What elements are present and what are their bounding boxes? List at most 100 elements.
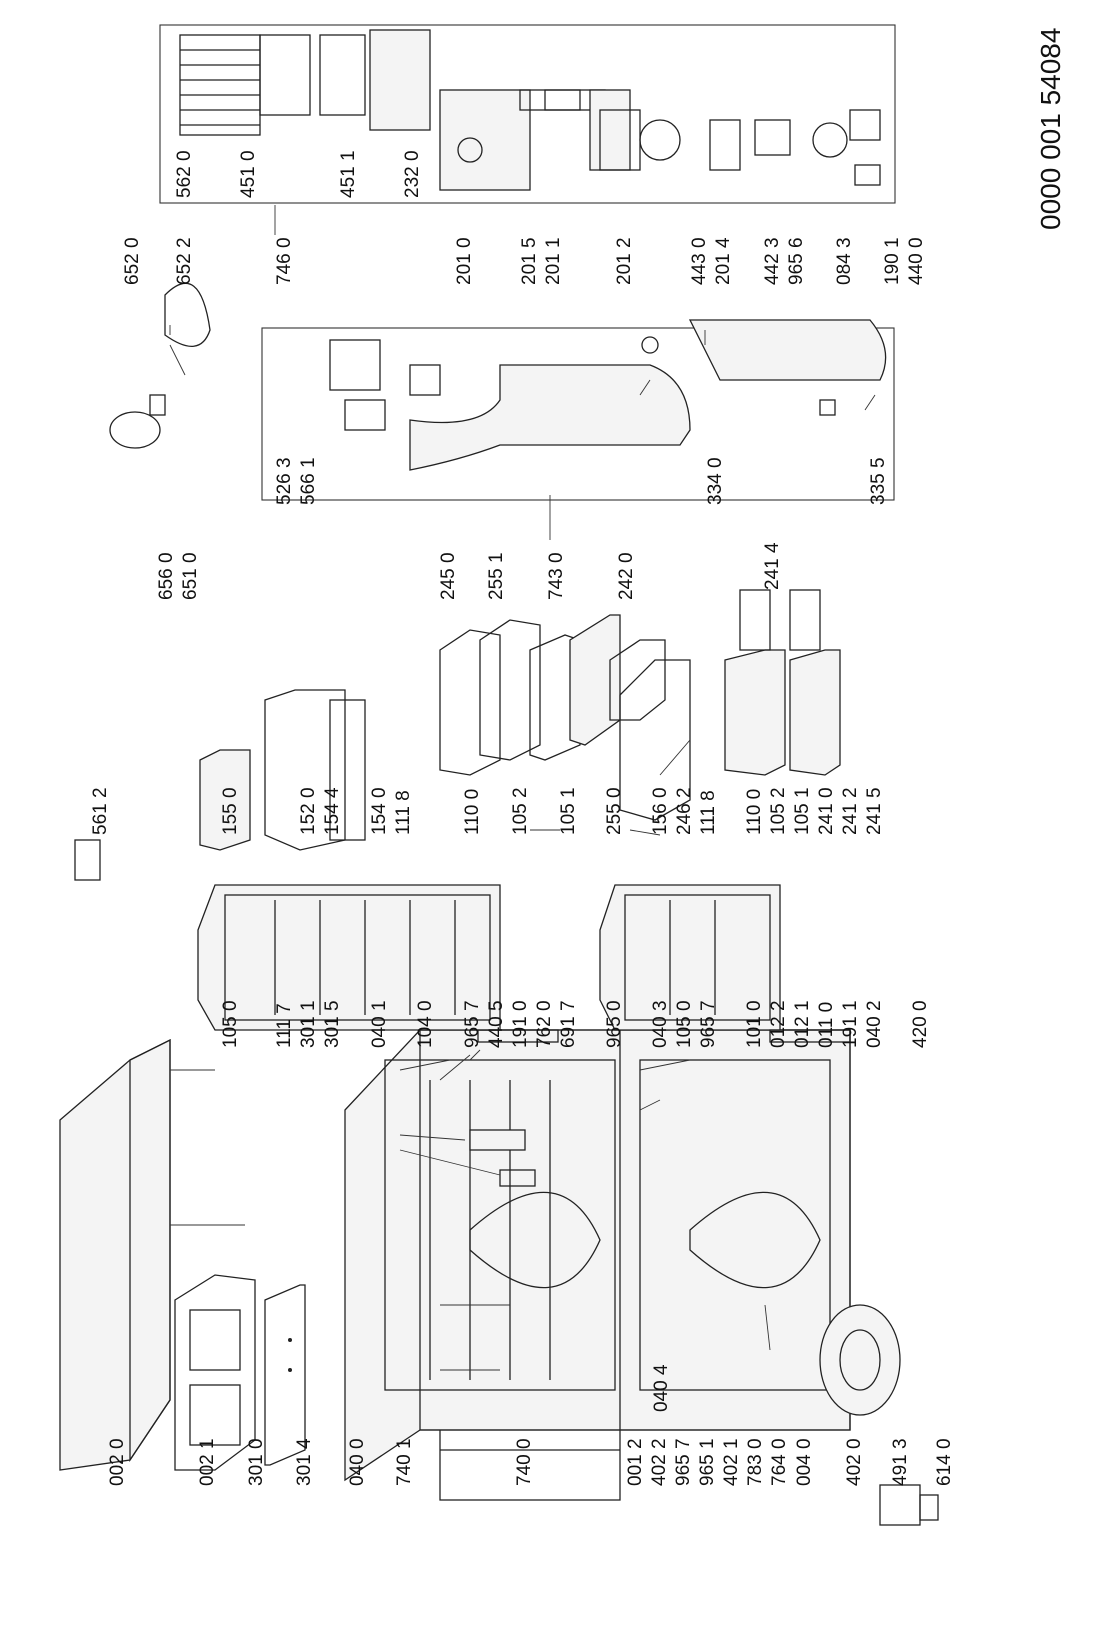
part-label: 255 0 xyxy=(604,787,625,835)
fan-and-motor xyxy=(639,109,881,186)
top-frame xyxy=(174,1274,256,1471)
part-label: 965 7 xyxy=(462,1000,483,1048)
part-label: 440 0 xyxy=(906,237,927,285)
part-label: 191 0 xyxy=(510,1000,531,1048)
lamp-assembly xyxy=(109,282,211,449)
document-number: 0000 001 54084 xyxy=(1035,28,1066,230)
part-label: 246 2 xyxy=(674,787,695,835)
part-label: 491 3 xyxy=(890,1438,911,1486)
part-label: 040 0 xyxy=(347,1438,368,1486)
part-label: 743 0 xyxy=(546,552,567,600)
part-label: 301 1 xyxy=(298,1000,319,1048)
part-label: 614 0 xyxy=(934,1438,955,1486)
part-label: 105 2 xyxy=(510,787,531,835)
part-label: 562 0 xyxy=(174,150,195,198)
part-label: 105 0 xyxy=(674,1000,695,1048)
part-label: 526 3 xyxy=(274,457,295,505)
part-label: 440 5 xyxy=(486,1000,507,1048)
evaporator-group-frame xyxy=(261,327,895,501)
part-label: 402 2 xyxy=(649,1438,670,1486)
part-label: 104 0 xyxy=(415,1000,436,1048)
part-label: 040 3 xyxy=(650,1000,671,1048)
part-label: 652 0 xyxy=(122,237,143,285)
part-label: 040 1 xyxy=(369,1000,390,1048)
part-label: 201 4 xyxy=(713,237,734,285)
part-label: 002 0 xyxy=(107,1438,128,1486)
part-label: 040 4 xyxy=(651,1364,672,1412)
part-label: 242 0 xyxy=(616,552,637,600)
part-label: 201 0 xyxy=(454,237,475,285)
cooling-unit-group-frame xyxy=(159,24,896,204)
part-label: 965 1 xyxy=(697,1438,718,1486)
part-label: 001 2 xyxy=(625,1438,646,1486)
part-label: 241 0 xyxy=(816,787,837,835)
cabinet xyxy=(344,1029,851,1482)
part-label: 301 0 xyxy=(246,1438,267,1486)
part-label: 154 0 xyxy=(369,787,390,835)
part-label: 656 0 xyxy=(156,552,177,600)
control-strip xyxy=(264,1284,306,1466)
part-label: 105 2 xyxy=(768,787,789,835)
part-label: 402 0 xyxy=(844,1438,865,1486)
part-label: 154 4 xyxy=(322,787,343,835)
part-label: 201 1 xyxy=(543,237,564,285)
part-label: 101 0 xyxy=(744,1000,765,1048)
part-label: 652 2 xyxy=(174,237,195,285)
part-label: 334 0 xyxy=(705,457,726,505)
upper-door xyxy=(197,884,501,1031)
part-labels: 002 0 002 1 301 0 301 4 040 0 740 1 740 … xyxy=(90,150,955,1486)
part-label: 762 0 xyxy=(534,1000,555,1048)
part-label: 040 2 xyxy=(864,1000,885,1048)
part-label: 451 1 xyxy=(338,150,359,198)
part-label: 561 2 xyxy=(90,787,111,835)
lower-door-gasket xyxy=(769,1029,851,1043)
part-label: 012 2 xyxy=(768,1000,789,1048)
part-label: 156 0 xyxy=(650,787,671,835)
part-label: 105 0 xyxy=(220,1000,241,1048)
evaporator-housing xyxy=(329,319,887,471)
part-label: 420 0 xyxy=(910,1000,931,1048)
part-label: 152 0 xyxy=(298,787,319,835)
part-label: 566 1 xyxy=(298,457,319,505)
part-label: 191 1 xyxy=(840,1000,861,1048)
part-label: 965 0 xyxy=(604,1000,625,1048)
part-label: 740 1 xyxy=(394,1438,415,1486)
part-label: 301 5 xyxy=(322,1000,343,1048)
part-label: 111 8 xyxy=(393,790,414,835)
part-label: 155 0 xyxy=(220,787,241,835)
part-label: 443 0 xyxy=(689,237,710,285)
part-label: 241 5 xyxy=(864,787,885,835)
part-label: 190 1 xyxy=(882,237,903,285)
part-label: 201 2 xyxy=(614,237,635,285)
part-label: 746 0 xyxy=(274,237,295,285)
part-label: 111 8 xyxy=(698,790,719,835)
evaporator-coil xyxy=(179,29,431,136)
part-label: 110 0 xyxy=(462,789,483,835)
part-label: 201 5 xyxy=(519,237,540,285)
part-label: 002 1 xyxy=(197,1438,218,1486)
part-label: 783 0 xyxy=(745,1438,766,1486)
lamp-cover xyxy=(499,1169,536,1187)
fan-duct xyxy=(439,89,641,191)
part-label: 011 0 xyxy=(816,1002,837,1048)
part-label: 232 0 xyxy=(402,150,423,198)
part-drawings xyxy=(59,24,939,1526)
part-label: 402 1 xyxy=(721,1438,742,1486)
thermostat-housing xyxy=(469,1129,526,1151)
part-label: 012 1 xyxy=(792,1000,813,1048)
part-label: 651 0 xyxy=(180,552,201,600)
leader-lines xyxy=(169,205,876,1371)
part-label: 335 5 xyxy=(868,457,889,505)
top-cover xyxy=(59,1038,171,1471)
part-label: 084 3 xyxy=(834,237,855,285)
freezer-baskets xyxy=(74,589,841,881)
relay xyxy=(879,1484,939,1526)
part-label: 255 1 xyxy=(486,552,507,600)
part-label: 764 0 xyxy=(769,1438,790,1486)
part-label: 110 0 xyxy=(744,789,765,835)
part-label: 245 0 xyxy=(438,552,459,600)
part-label: 691 7 xyxy=(558,1000,579,1048)
upper-door-gasket xyxy=(477,1029,559,1043)
part-label: 105 1 xyxy=(792,787,813,835)
